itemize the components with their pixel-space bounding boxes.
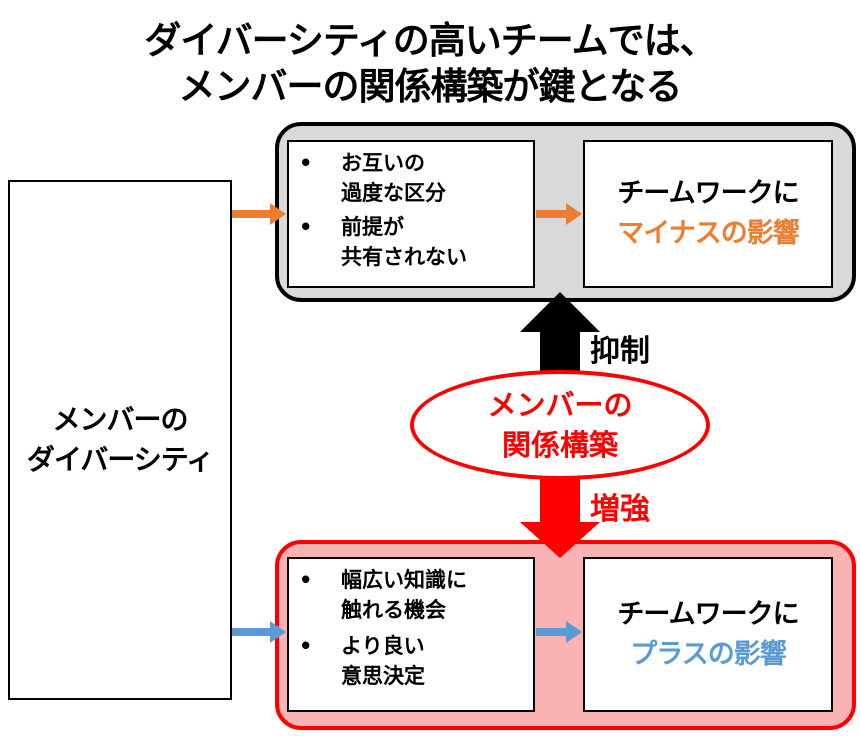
blue-arrow-icon bbox=[536, 621, 582, 643]
bullet-item: • お互いの過度な区分 bbox=[299, 148, 533, 208]
strengthen-label: 増強 bbox=[590, 492, 650, 527]
result-line-2: マイナスの影響 bbox=[617, 218, 799, 249]
suppress-label: 抑制 bbox=[590, 334, 650, 369]
result-line-1: チームワークに bbox=[617, 598, 799, 630]
bullet: • bbox=[299, 634, 313, 658]
bullet: • bbox=[299, 151, 313, 175]
bullet-item: • 前提が共有されない bbox=[299, 212, 533, 272]
relationship-line-1: メンバーの bbox=[487, 388, 633, 422]
blue-arrow-icon bbox=[232, 621, 286, 643]
bullet-item: • より良い意思決定 bbox=[299, 631, 533, 691]
bullet-text: 過度な区分 bbox=[341, 181, 446, 205]
negative-result-box: チームワークに マイナスの影響 bbox=[583, 140, 833, 288]
relationship-line-2: 関係構築 bbox=[501, 428, 618, 462]
title-line-1: ダイバーシティの高いチームでは、 bbox=[144, 19, 716, 62]
result-line-2: プラスの影響 bbox=[630, 638, 786, 670]
diversity-box: メンバーの ダイバーシティ bbox=[8, 180, 232, 700]
orange-arrow-icon bbox=[536, 203, 582, 225]
positive-factors-box: • 幅広い知識に触れる機会 • より良い意思決定 bbox=[287, 557, 535, 712]
bullet-text: 触れる機会 bbox=[341, 598, 446, 622]
bullet: • bbox=[299, 568, 313, 592]
result-line-1: チームワークに bbox=[617, 178, 799, 209]
bullet-text: 共有されない bbox=[341, 245, 467, 269]
bullet-text: 前提が bbox=[341, 215, 404, 239]
bullet-text: より良い bbox=[341, 634, 425, 658]
diversity-line-1: メンバーの bbox=[52, 403, 188, 436]
bullet: • bbox=[299, 215, 313, 239]
relationship-ellipse: メンバーの 関係構築 bbox=[410, 370, 710, 480]
bullet-item: • 幅広い知識に触れる機会 bbox=[299, 565, 533, 625]
orange-arrow-icon bbox=[232, 203, 286, 225]
bullet-text: お互いの bbox=[341, 151, 425, 175]
bullet-text: 幅広い知識に bbox=[341, 568, 467, 592]
positive-result-box: チームワークに プラスの影響 bbox=[583, 557, 833, 712]
diversity-line-2: ダイバーシティ bbox=[26, 443, 214, 476]
title-line-2: メンバーの関係構築が鍵となる bbox=[178, 65, 683, 108]
title: ダイバーシティの高いチームでは、 メンバーの関係構築が鍵となる bbox=[0, 18, 860, 110]
bullet-text: 意思決定 bbox=[341, 664, 425, 688]
strengthen-arrow-icon bbox=[520, 470, 600, 558]
negative-factors-box: • お互いの過度な区分 • 前提が共有されない bbox=[287, 140, 535, 288]
